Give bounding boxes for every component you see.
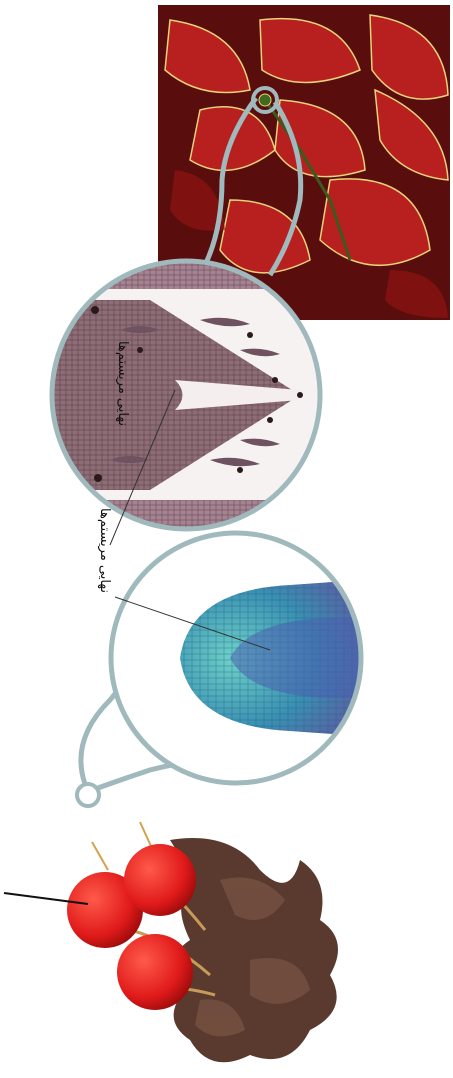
root-apex-micrograph [111, 533, 361, 783]
root-meristem-label: نهایی مریستم‌ها [115, 341, 130, 426]
shoot-apex-micrograph [52, 261, 320, 529]
radish-photo [67, 822, 338, 1062]
callout-root-ring [77, 784, 99, 806]
shoot-meristem-label: نهایی مریستم‌ها [97, 508, 112, 593]
